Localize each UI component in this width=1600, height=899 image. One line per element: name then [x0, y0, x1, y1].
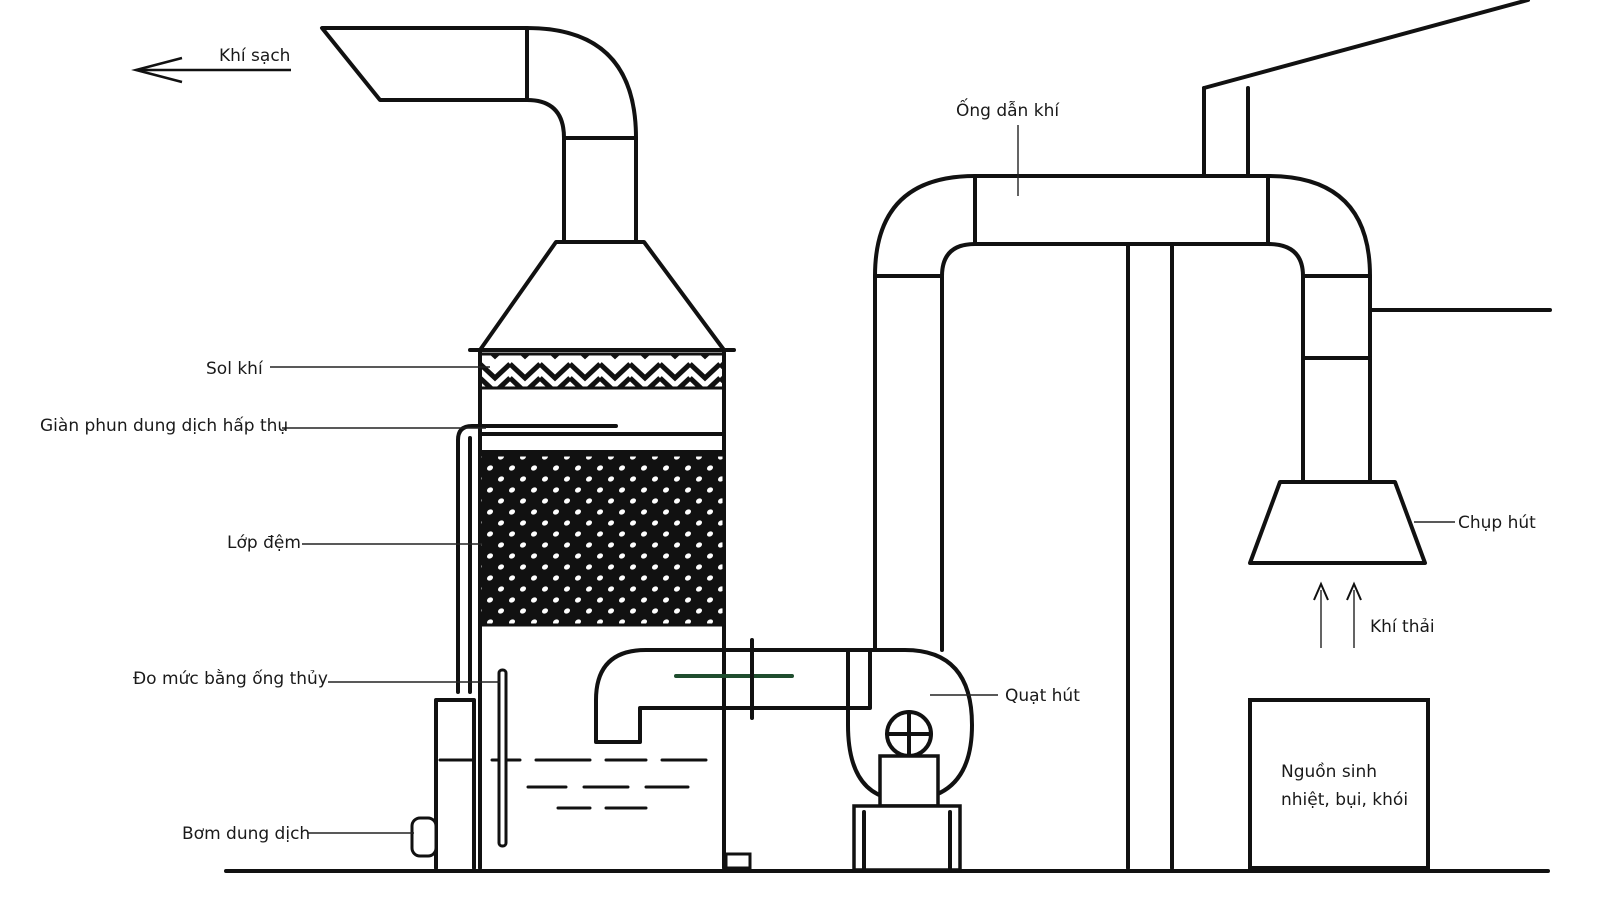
- label-suction-fan: Quạt hút: [1005, 686, 1080, 706]
- label-level-gauge: Đo mức bằng ống thủy: [133, 668, 328, 689]
- label-packing-layer: Lớp đệm: [227, 533, 301, 553]
- label-aerosol: Sol khí: [206, 359, 264, 379]
- label-suction-hood: Chụp hút: [1458, 513, 1536, 533]
- arrow-up-icon: [1313, 581, 1362, 648]
- arrow-left-icon: [131, 56, 291, 84]
- spray-pipe: [456, 424, 618, 694]
- inlet-duct: [594, 638, 872, 744]
- scrubber-tower: [320, 26, 752, 870]
- packing-layer: [478, 453, 726, 627]
- gas-duct: [873, 174, 1372, 870]
- heat-dust-smoke-source: [1248, 698, 1430, 870]
- suction-fan: [846, 648, 974, 872]
- fan-wheel-icon: [885, 710, 933, 758]
- label-exhaust-gas: Khí thải: [1370, 617, 1435, 637]
- label-pump: Bơm dung dịch: [182, 824, 310, 844]
- label-spray-rack: Giàn phun dung dịch hấp thụ: [40, 415, 288, 436]
- aerosol-demister: [478, 352, 726, 390]
- label-source-line1: Nguồn sinh: [1281, 761, 1377, 782]
- building-outline: [1202, 0, 1552, 312]
- label-clean-air: Khí sạch: [219, 46, 290, 66]
- leader-lines: [270, 125, 1455, 834]
- level-gauge-tube: [497, 668, 508, 848]
- label-gas-duct: Ống dẫn khí: [956, 97, 1060, 121]
- pump-body: [410, 816, 438, 858]
- suction-hood: [1248, 480, 1427, 565]
- label-source-line2: nhiệt, bụi, khói: [1281, 790, 1408, 810]
